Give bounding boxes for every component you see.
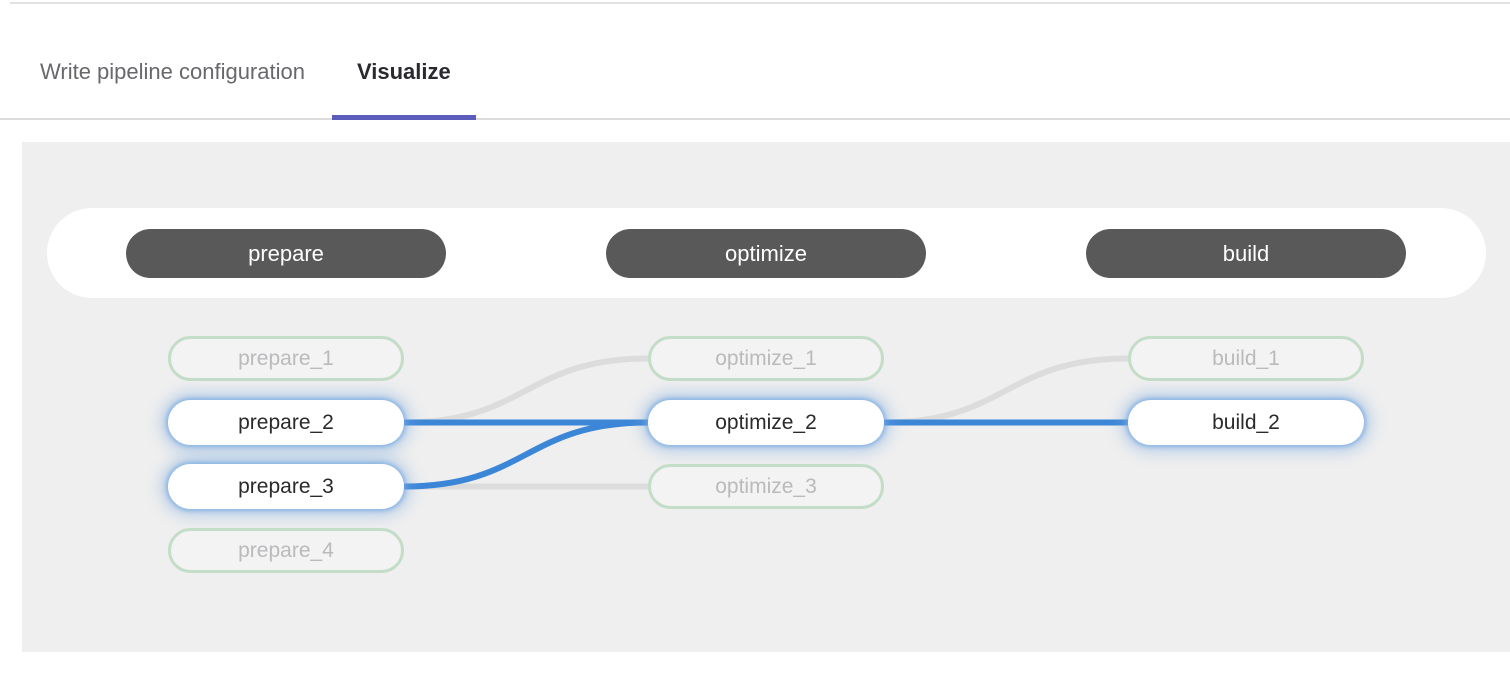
link-optimize_2-to-build_1: [883, 355, 1129, 426]
job-pill-prepare_3[interactable]: prepare_3: [168, 464, 404, 509]
stage-pill-prepare: prepare: [126, 229, 446, 278]
link-prepare_2-to-optimize_1: [403, 355, 649, 426]
stage-pill-optimize: optimize: [606, 229, 926, 278]
job-pill-prepare_1[interactable]: prepare_1: [168, 336, 404, 381]
job-pill-optimize_3[interactable]: optimize_3: [648, 464, 884, 509]
top-divider: [10, 2, 1510, 4]
job-pill-build_2[interactable]: build_2: [1128, 400, 1364, 445]
job-pill-optimize_1[interactable]: optimize_1: [648, 336, 884, 381]
tab-visualize[interactable]: Visualize: [331, 4, 476, 120]
tab-write-pipeline-configuration[interactable]: Write pipeline configuration: [40, 59, 305, 84]
job-links-svg: [403, 355, 1129, 490]
tab-bar: Write pipeline configuration Visualize: [0, 4, 1510, 120]
stage-pill-build: build: [1086, 229, 1406, 278]
link-prepare_3-to-optimize_2: [403, 419, 649, 490]
job-pill-build_1[interactable]: build_1: [1128, 336, 1364, 381]
job-pill-prepare_2[interactable]: prepare_2: [168, 400, 404, 445]
job-pill-prepare_4[interactable]: prepare_4: [168, 528, 404, 573]
job-pill-optimize_2[interactable]: optimize_2: [648, 400, 884, 445]
